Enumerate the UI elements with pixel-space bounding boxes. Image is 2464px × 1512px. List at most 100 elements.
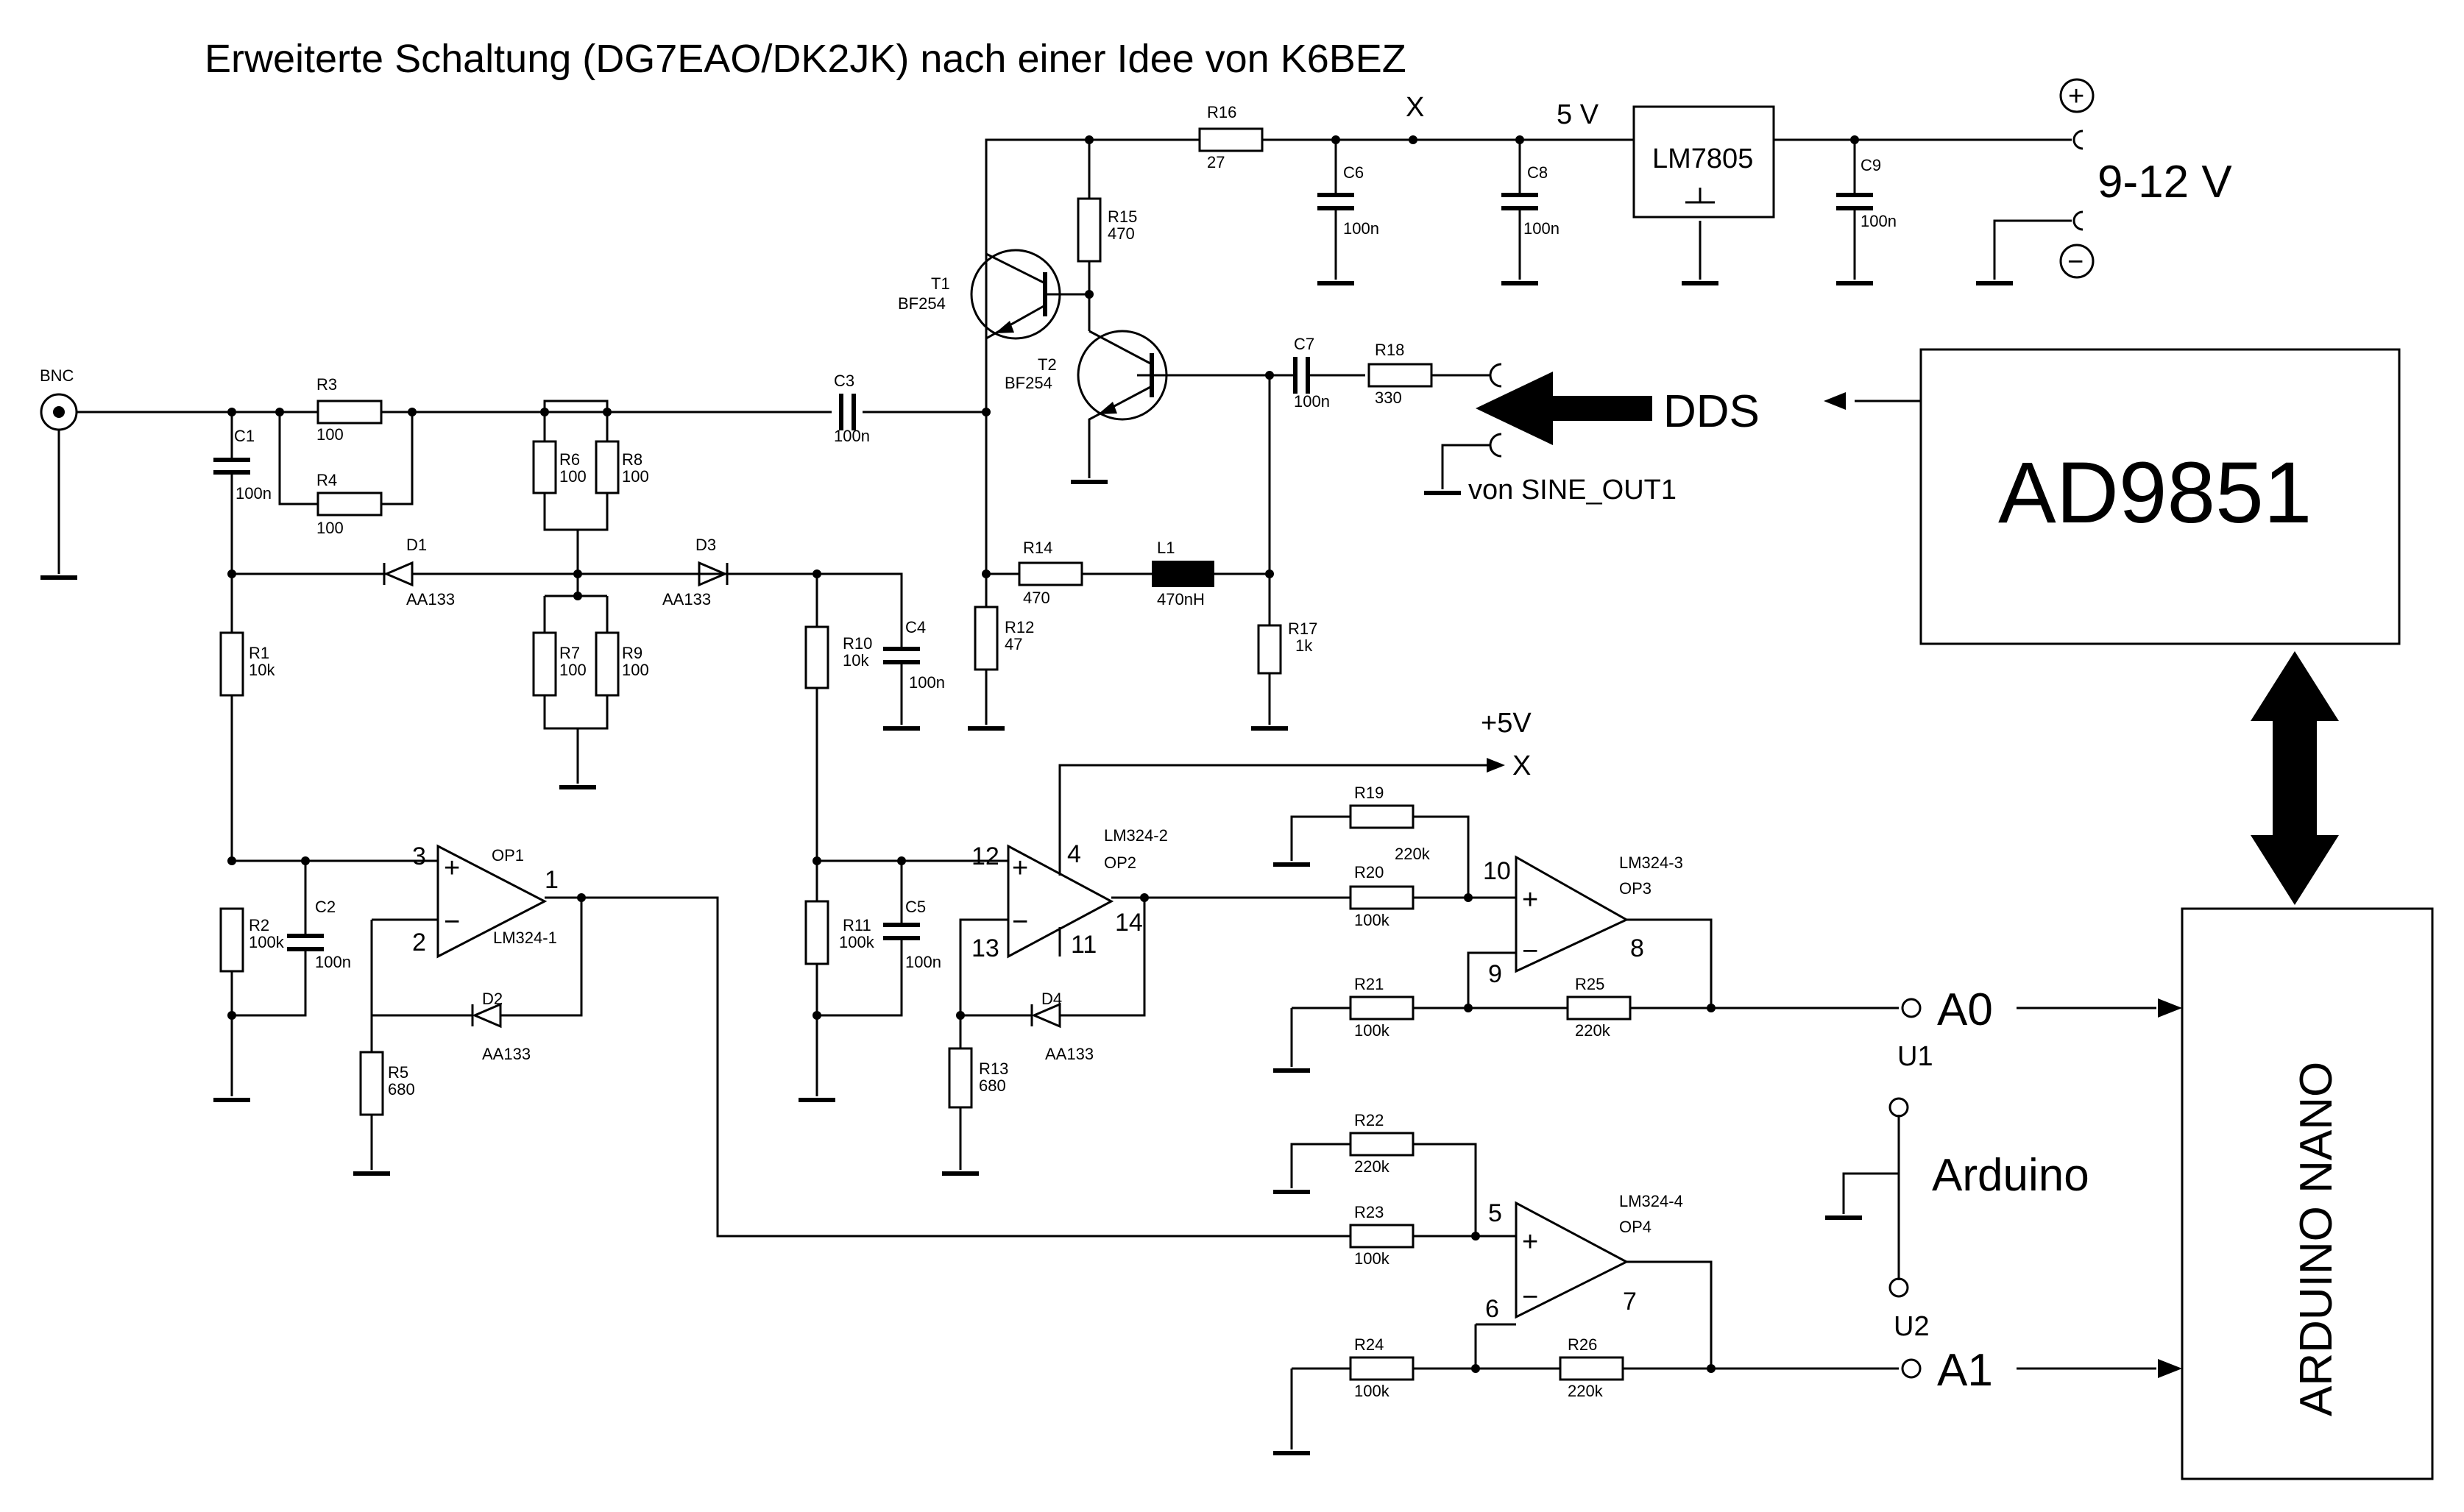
svg-text:100n: 100n (1294, 392, 1330, 411)
svg-text:100k: 100k (1354, 1382, 1390, 1400)
c5 (883, 923, 920, 940)
r24 (1349, 1356, 1415, 1381)
svg-text:R10: R10 (843, 634, 872, 653)
op3-triangle (1515, 855, 1629, 973)
svg-text:100n: 100n (834, 427, 870, 445)
svg-text:C2: C2 (315, 898, 336, 916)
r16 (1198, 127, 1264, 152)
d2 (467, 1002, 530, 1029)
r23 (1349, 1224, 1415, 1249)
svg-text:−: − (1012, 906, 1028, 937)
arduino-label: Arduino (1932, 1150, 2089, 1201)
svg-text:C8: C8 (1527, 163, 1548, 182)
op1-triangle (436, 844, 548, 959)
svg-text:R3: R3 (316, 375, 337, 394)
svg-text:LM324-1: LM324-1 (493, 929, 557, 947)
svg-text:+5V: +5V (1481, 708, 1532, 739)
r26 (1559, 1356, 1624, 1381)
c8 (1501, 193, 1538, 210)
svg-text:ARDUINO NANO: ARDUINO NANO (2291, 1062, 2342, 1416)
r15 (1077, 197, 1102, 263)
r14 (1018, 561, 1083, 586)
svg-text:LM7805: LM7805 (1652, 143, 1753, 174)
svg-text:R23: R23 (1354, 1203, 1384, 1221)
svg-text:27: 27 (1207, 153, 1225, 171)
opamp-labels: OP1 LM324-1 3 2 1 + − LM324-2 OP2 12 13 … (412, 826, 1683, 1323)
svg-text:−: − (1522, 1282, 1538, 1313)
r22 (1349, 1132, 1415, 1157)
svg-text:100k: 100k (1354, 1249, 1390, 1268)
svg-text:AA133: AA133 (1045, 1045, 1094, 1063)
svg-text:D2: D2 (482, 990, 503, 1008)
svg-text:R2: R2 (249, 916, 269, 934)
r5 (359, 1051, 384, 1116)
svg-text:R9: R9 (622, 644, 642, 662)
supply-terminals: + − 9-12 V 5 V X (1406, 78, 2232, 279)
svg-text:12: 12 (971, 842, 999, 870)
svg-text:R14: R14 (1023, 539, 1052, 557)
svg-text:8: 8 (1630, 934, 1644, 962)
l1-inductor (1152, 561, 1214, 587)
svg-text:OP1: OP1 (492, 846, 524, 865)
svg-text:100k: 100k (249, 933, 285, 951)
r7 (532, 631, 557, 697)
a1-label: A1 (1937, 1345, 1993, 1396)
r25 (1566, 995, 1632, 1021)
c6 (1317, 193, 1354, 210)
svg-text:R5: R5 (388, 1063, 408, 1082)
svg-text:R21: R21 (1354, 975, 1384, 993)
svg-text:C4: C4 (905, 618, 926, 636)
r19 (1349, 804, 1415, 829)
svg-text:C1: C1 (234, 427, 255, 445)
svg-text:2: 2 (412, 929, 426, 956)
bnc-connector: BNC (40, 366, 78, 431)
transistors (970, 140, 1168, 438)
svg-text:7: 7 (1623, 1288, 1637, 1316)
svg-text:AA133: AA133 (482, 1045, 531, 1063)
arduino-nano-block: ARDUINO NANO (2181, 907, 2434, 1480)
svg-text:220k: 220k (1354, 1157, 1390, 1176)
svg-text:R15: R15 (1108, 207, 1137, 226)
svg-text:OP2: OP2 (1104, 853, 1136, 872)
svg-text:680: 680 (388, 1080, 415, 1098)
r18 (1367, 363, 1433, 388)
svg-text:11: 11 (1071, 931, 1097, 959)
d1 (383, 561, 442, 587)
svg-text:100k: 100k (1354, 911, 1390, 929)
svg-text:R24: R24 (1354, 1335, 1384, 1354)
sine-out-label: von SINE_OUT1 (1468, 475, 1677, 505)
svg-text:100n: 100n (909, 673, 945, 692)
plus5v-source: +5V X (1481, 708, 1532, 781)
wires (57, 138, 2072, 1449)
svg-text:R19: R19 (1354, 784, 1384, 802)
d3 (442, 561, 817, 587)
svg-text:330: 330 (1375, 388, 1402, 407)
schematic-title: Erweiterte Schaltung (DG7EAO/DK2JK) nach… (205, 37, 1406, 81)
svg-text:D4: D4 (1041, 990, 1062, 1008)
svg-text:T1: T1 (931, 274, 950, 293)
bnc-label: BNC (40, 366, 74, 385)
analog-outputs: A0 A1 U1 U2 Arduino (1888, 984, 2182, 1396)
t2-body (1077, 330, 1168, 421)
r9 (595, 631, 620, 697)
svg-text:3: 3 (412, 842, 426, 870)
svg-text:X: X (1512, 750, 1531, 781)
ad9851-block: AD9851 (1919, 348, 2401, 645)
svg-text:100: 100 (316, 425, 344, 444)
r3 (316, 400, 383, 425)
svg-text:LM324-4: LM324-4 (1619, 1192, 1683, 1210)
ground-symbols (40, 281, 2013, 1455)
c7 (1293, 357, 1310, 394)
svg-text:100: 100 (316, 519, 344, 537)
r12 (974, 606, 999, 671)
supply-voltage-label: 9-12 V (2097, 157, 2232, 207)
svg-text:+: + (1522, 884, 1538, 915)
svg-text:220k: 220k (1395, 845, 1431, 863)
svg-text:100n: 100n (1523, 219, 1560, 238)
junction-dots (227, 135, 1859, 1373)
dds-arrow-icon (1476, 372, 1652, 445)
svg-text:C6: C6 (1343, 163, 1364, 182)
svg-text:LM324-2: LM324-2 (1104, 826, 1168, 845)
c1 (213, 458, 250, 475)
